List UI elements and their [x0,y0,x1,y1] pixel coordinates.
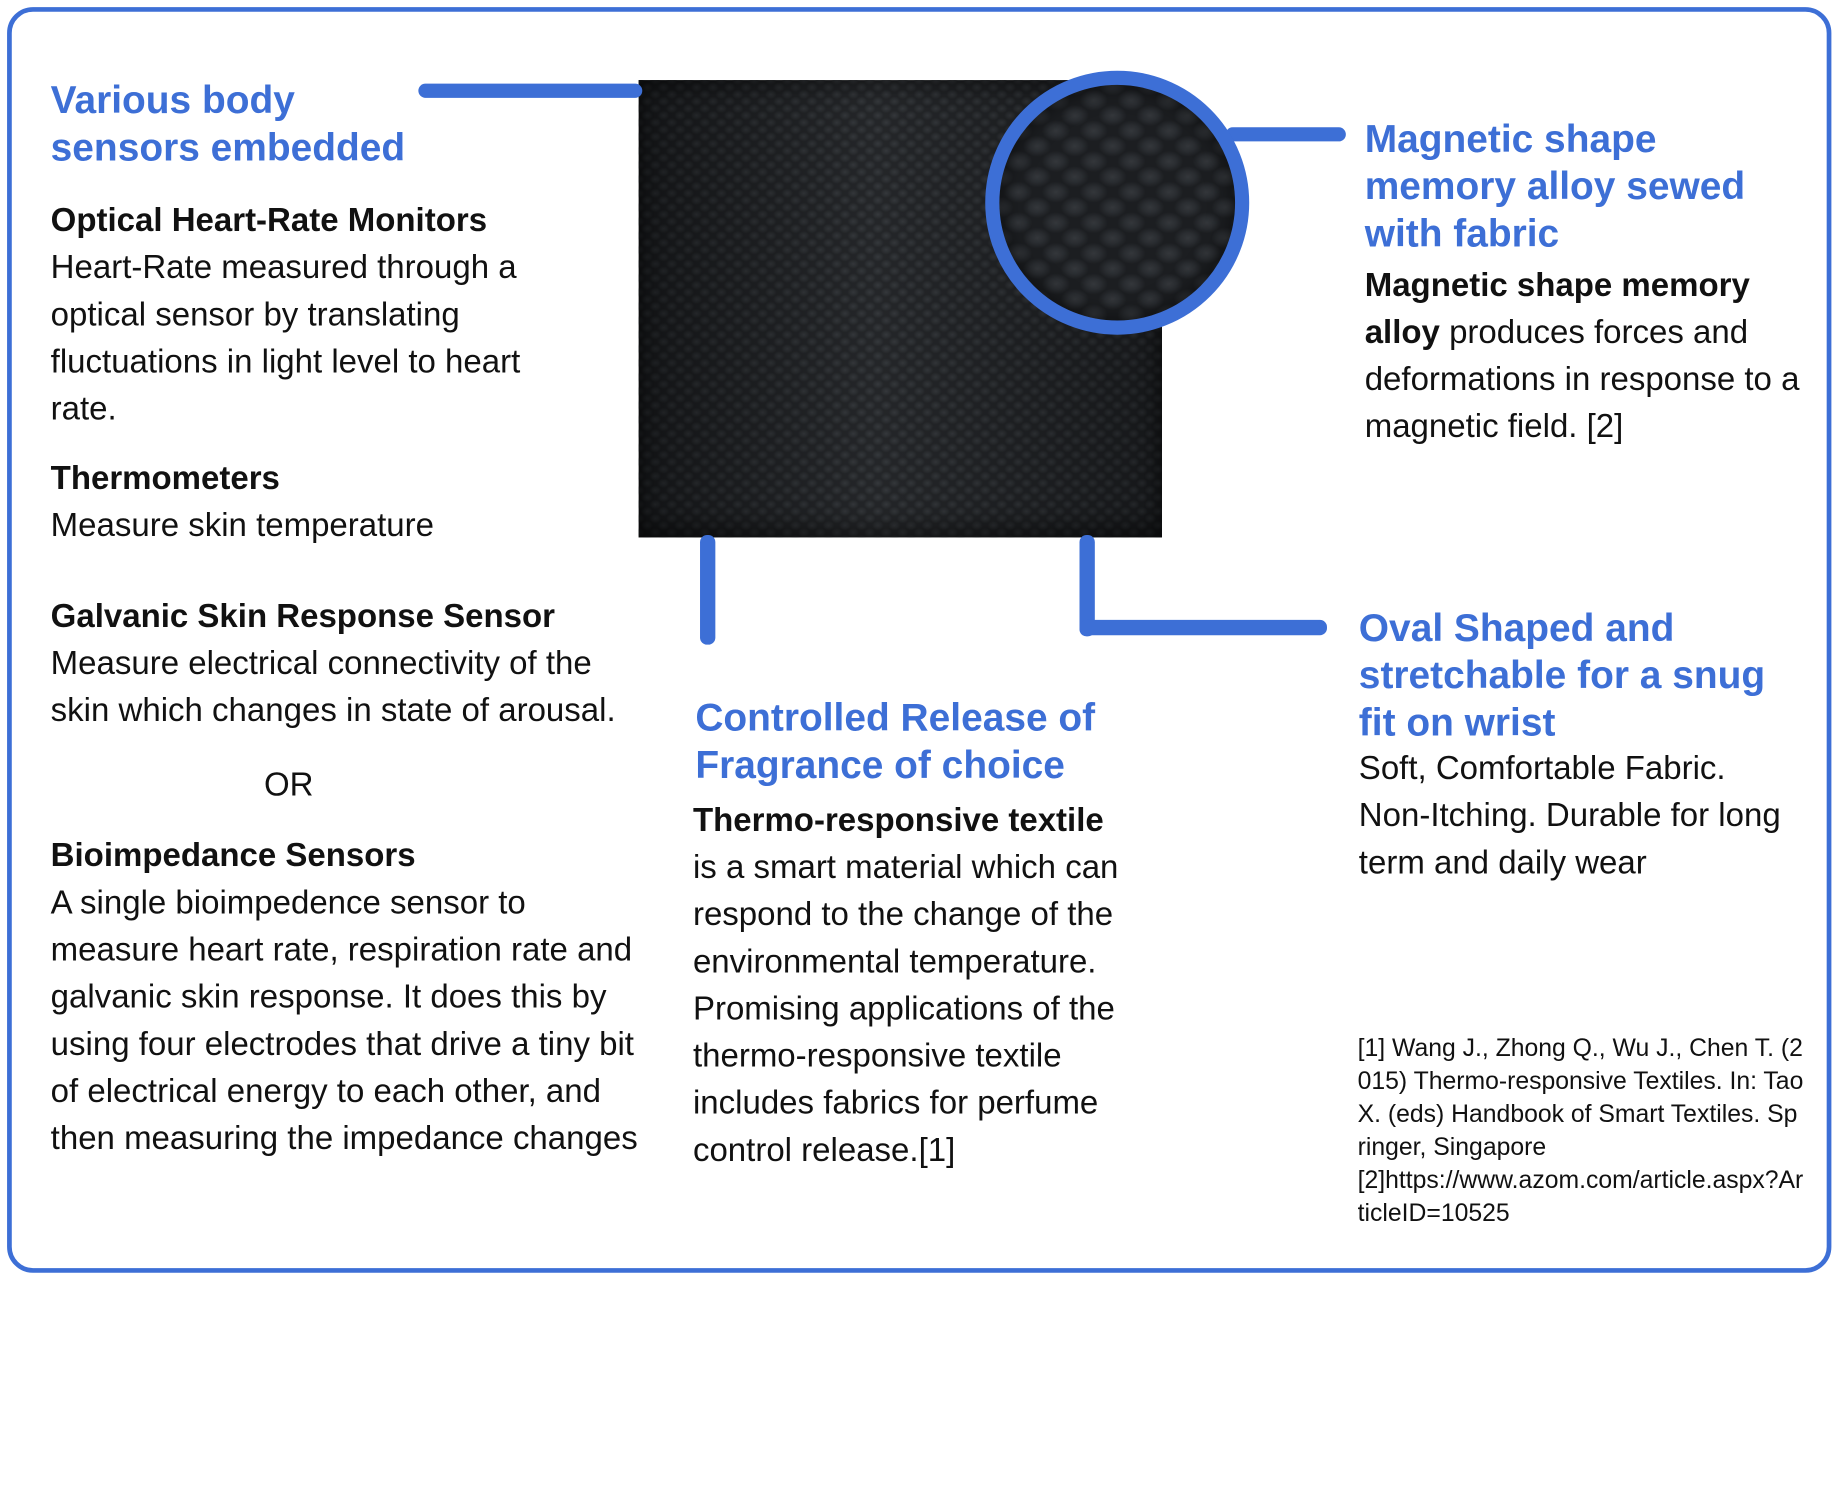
connector-alloy [1225,127,1346,142]
thermometers-section: Thermometers Measure skin temperature [51,455,570,549]
fit-heading: Oval Shaped and stretchable for a snug f… [1358,605,1766,744]
optical-heart-rate-description: Heart-Rate measured through a optical se… [50,248,521,427]
thermometers-title: Thermometers [50,459,280,497]
alloy-section: Magnetic shape memory alloy produces for… [1365,262,1807,451]
gsr-section: Galvanic Skin Response Sensor Measure el… [51,593,628,734]
sensors-heading: Various body sensors embedded [50,77,406,169]
reference-1: [1] Wang J., Zhong Q., Wu J., Chen T. (2… [1357,1034,1804,1161]
alloy-bold-term: Magnetic shape memory alloy [1364,266,1750,351]
alloy-heading: Magnetic shape memory alloy sewed with f… [1364,116,1746,255]
gsr-description: Measure electrical connectivity of the s… [50,644,616,729]
outer-frame [7,7,1832,1273]
bioimpedance-title: Bioimpedance Sensors [50,836,416,874]
reference-2: [2]https://www.azom.com/article.aspx?Art… [1357,1166,1804,1227]
connector-fit-horizontal [1079,619,1327,636]
references: [1] Wang J., Zhong Q., Wu J., Chen T. (2… [1358,1032,1806,1230]
thermo-responsive-description: is a smart material which can respond to… [692,848,1119,1168]
optical-heart-rate-section: Optical Heart-Rate Monitors Heart-Rate m… [51,197,570,433]
or-label: OR [263,766,314,803]
fragrance-heading: Controlled Release of Fragrance of choic… [695,695,1096,787]
connector-fragrance [700,535,716,645]
alloy-description: produces forces and deformations in resp… [1364,313,1800,445]
gsr-title: Galvanic Skin Response Sensor [50,597,556,635]
bioimpedance-section: Bioimpedance Sensors A single bioimpeden… [51,832,640,1162]
optical-heart-rate-title: Optical Heart-Rate Monitors [50,201,488,239]
bioimpedance-description: A single bioimpedence sensor to measure … [50,883,638,1157]
thermometers-description: Measure skin temperature [50,506,435,544]
magnified-fabric-detail [985,70,1250,335]
connector-fit-vertical [1079,535,1095,637]
thermo-responsive-title: Thermo-responsive textile [692,801,1104,838]
fragrance-section: Thermo-responsive textile is a smart mat… [693,797,1159,1174]
connector-sensors [418,83,643,98]
fit-description: Soft, Comfortable Fabric. Non-Itching. D… [1358,749,1781,881]
